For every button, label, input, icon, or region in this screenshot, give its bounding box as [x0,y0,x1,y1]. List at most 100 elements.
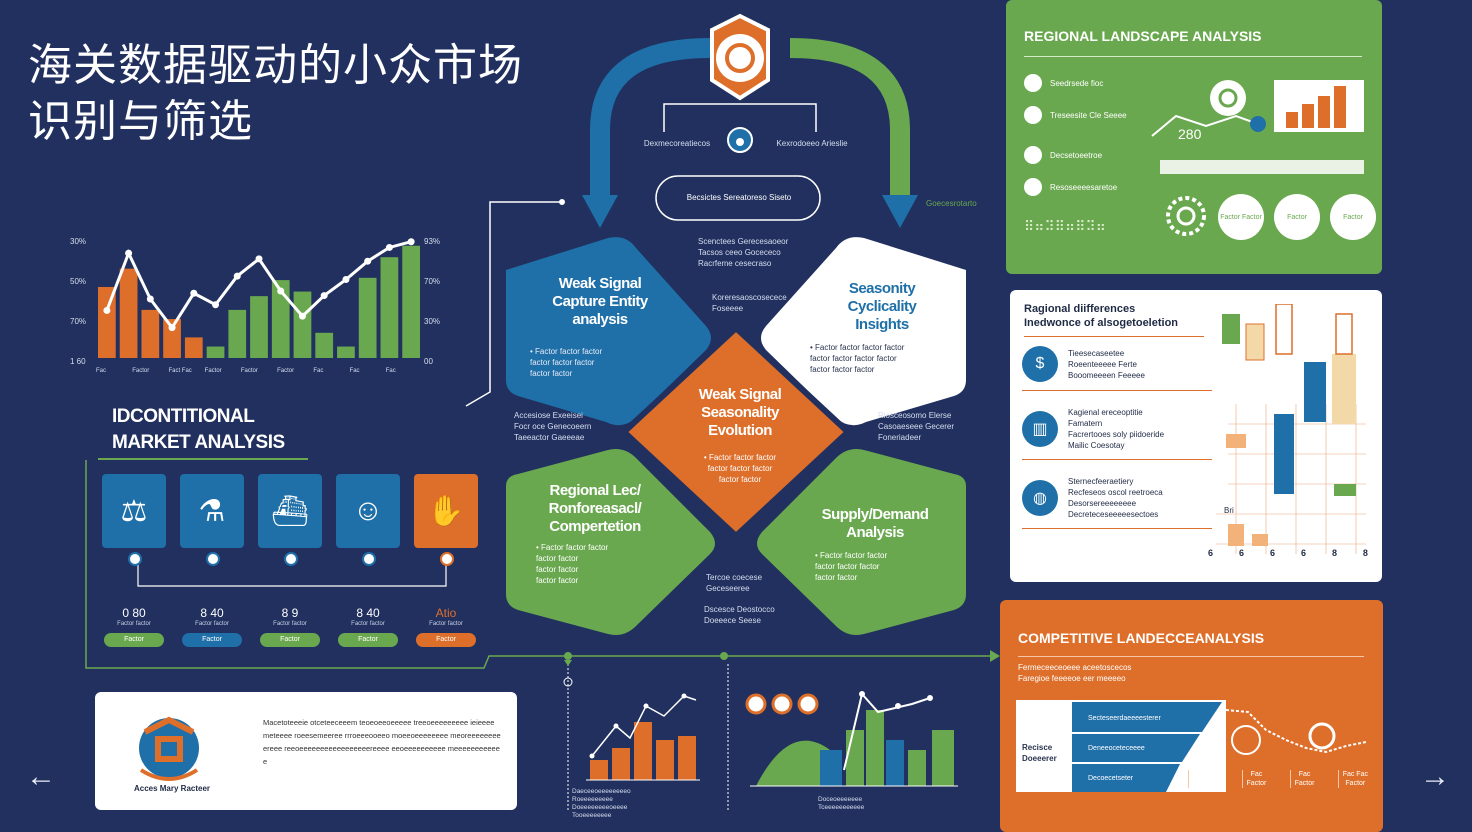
note-left-mid: Accesiose Exeeisei Focr oce Genecoeern T… [514,411,592,442]
logo-icon [139,716,199,781]
stage-tile[interactable]: ⚖ [102,474,166,548]
bottom-right-caption: Doceoeeeeeee Tceeeeeeeeeee [818,796,865,811]
regional-item: Decsetoeetroe [1024,146,1164,164]
chart-bar [271,280,290,358]
x-tick-label: Fact Fac [168,368,191,374]
diamond-cluster [506,237,966,635]
regional-item-label: Resoseeeesaretoe [1050,182,1118,192]
note-bottom-mid: Tercoe coecese Geceseeree [706,573,763,593]
flow-connector [85,460,1000,669]
chart-point [146,295,154,303]
stage-tile[interactable]: ⚗ [180,474,244,548]
stage-pill[interactable]: Factor [416,633,476,647]
chart-icon: ▥ [1022,411,1058,447]
competitive-column: Fac Fac Factor [1337,770,1368,788]
y-tick-label: 70% [424,277,440,286]
dot-icon [1024,106,1042,124]
regional-badge: Factor [1330,194,1376,240]
logo-caption: Acces Mary Racteer [133,784,211,793]
regional-item: Resoseeeesaretoe [1024,178,1164,196]
note-bottom-mid2: Dscesce Deostocco Doeeece Seese [704,605,775,625]
regional-diff-row: $ Tieesecaseetee Roeenteeeee Ferte Booome… [1022,346,1212,391]
stage-value: 8 9 [281,606,299,620]
y-tick-label: 70% [70,317,86,326]
stage-caption: Factor factor [273,621,307,627]
conditional-title: IDCONTITIONAL MARKET ANALYSIS [112,404,285,456]
stage-pill[interactable]: Factor [182,633,242,647]
stage-tile[interactable]: ☺ [336,474,400,548]
y-tick-label: 93% [424,237,440,246]
scatter-icon: ⠿⠶⠽⠿⠶⠿⠽⠶ [1024,218,1107,234]
note-top-mid2: Koreresaoscosecece Foseeee [712,293,787,313]
person-icon: ☺ [352,494,384,527]
regional-competition-title: Regional Lec/ Ronforeasacl/ Compertetion [548,482,642,535]
summary-card: Acces Mary Racteer Macetoteeeie otceteec… [95,692,517,810]
chart-point [277,287,285,295]
stage-dot [206,552,220,566]
stage-caption: Factor factor [117,621,151,627]
chart-bar [184,337,203,358]
stage-value: Atio [435,606,457,620]
divider [1024,56,1362,57]
globe-icon: ◍ [1022,480,1058,516]
competitive-column: Fac Factor [1241,770,1266,788]
axis-label: 6 [1269,548,1275,558]
prev-arrow-icon[interactable]: ← [26,760,56,793]
axis-label: 6 [1208,548,1214,558]
x-tick-label: Factor [205,368,222,374]
bottom-charts [563,660,958,810]
chart-point [103,306,111,314]
stage-caption: Factor factor [351,621,385,627]
stage-tile[interactable]: ✋ [414,474,478,548]
competitive-column: Fac Factor [1289,770,1314,788]
stage-pill[interactable]: Factor [260,633,320,647]
stage-dot [362,552,376,566]
next-arrow-icon[interactable]: → [1420,760,1450,793]
y-tick-label: 30% [424,317,440,326]
center-body: • Factor factor factor factor factor fac… [703,453,777,484]
regional-landscape-panel: REGIONAL LANDSCAPE ANALYSIS Seedrsede fi… [1006,0,1382,274]
chart-point [320,292,328,300]
competitive-title: COMPETITIVE LANDECCEANALYSIS [1018,630,1265,646]
regional-diff-row: ◍Sternecfeeraetiery Recfeseos oscol reet… [1022,476,1212,529]
conditional-title-line1: IDCONTITIONAL [112,406,255,427]
competitive-column: Fac Fac Factor [1188,770,1218,788]
stage-pill[interactable]: Factor [338,633,398,647]
gear-icon [1166,196,1206,236]
y-tick-label: 30% [70,237,86,246]
weak-signal-title: Weak Signal Capture Entity analysis [552,275,648,328]
chart-point [125,249,133,257]
x-tick-label: Fac [96,368,106,374]
competitive-columns: Fac Fac Factor Fac Factor Fac Factor Fac Fa… [1188,770,1368,788]
regional-badge: Factor [1274,194,1320,240]
competitive-bar-label: Secteseerdaeeeesterer [1088,715,1161,722]
chart-point [255,255,263,263]
regional-diff-text: Tieesecaseetee Roeenteeeee Ferte Booomee… [1068,348,1145,380]
chart-point [190,289,198,297]
money-bag-icon: $ [1022,346,1058,382]
stage-pill[interactable]: Factor [104,633,164,647]
regional-diff-title: Ragional diifferences Inedwonce of alsog… [1024,303,1179,329]
chart-bar [228,309,247,358]
chart-bar [358,277,377,358]
y-tick-label: 1 60 [70,357,86,366]
seasonality-title: Seasonity Cyclicality Insights [847,280,917,333]
stage-value: 8 40 [200,606,224,620]
chart-bar [119,268,138,358]
chart-bar [402,245,420,358]
supply-demand-title: Supply/Demand Analysis [821,506,929,541]
axis-label: 8 [1331,548,1337,558]
stage-tile[interactable]: ⛴ [258,474,322,548]
divider [1018,656,1364,657]
chart-bar [141,309,160,358]
regional-diff-chart [1214,304,1366,554]
seasonality-body: • Factor factor factor factor factor fac… [810,343,905,374]
flow-center-label: Becsictes Sereatoreso Siseto [686,193,792,202]
stage-dot [440,552,454,566]
y-tick-label: 50% [70,277,86,286]
flow-note-left: Dexmecoreatiecos [643,139,711,148]
bottom-left-caption: Daeceeoeeeeeeeeo Roeeeeeeeee Doeeeeeeeeo… [572,788,631,819]
competitive-bar-label: Decoecetseter [1088,775,1134,782]
chart-bar [206,346,225,358]
